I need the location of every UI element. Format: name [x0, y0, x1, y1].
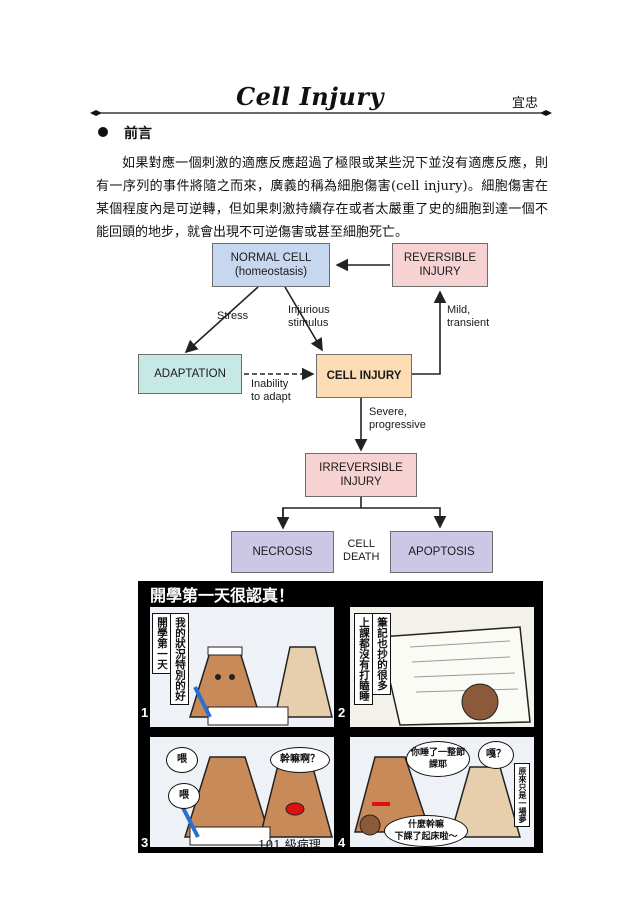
panel-number-4: 4 — [338, 835, 346, 850]
mild-transient-label: Mild, transient — [447, 304, 490, 329]
section-heading: 前言 — [124, 126, 152, 142]
cell-injury-diagram: NORMAL CELL (homeostasis) REVERSIBLE INJ… — [138, 243, 493, 573]
author-name: 宜忠 — [512, 96, 539, 111]
cell-injury-box: CELL INJURY — [316, 354, 412, 398]
injurious-stimulus-label: Injurious stimulus — [288, 304, 330, 329]
panel-3-bubble-3: 幹嘛啊？ — [270, 747, 330, 773]
inability-label: Inability to adapt — [251, 378, 291, 403]
panel-4-bubble-1: 你睡了一整節課耶 — [406, 741, 470, 777]
necrosis-box: NECROSIS — [231, 531, 334, 573]
header-rule — [90, 110, 552, 116]
normal-cell-box: NORMAL CELL (homeostasis) — [212, 243, 330, 287]
panel-4-bubble-2: 嘎？ — [478, 741, 514, 769]
bullet-icon — [98, 127, 108, 137]
comic-title: 開學第一天很認真！ — [150, 586, 295, 605]
cell-death-label: CELL DEATH — [343, 538, 380, 563]
comic-panel-2: 筆記也抄的很多 上課都沒有打瞌睡 — [350, 607, 534, 727]
panel-2-side-caption: 上課都沒有打瞌睡 — [354, 613, 373, 705]
panel-number-3: 3 — [141, 835, 149, 850]
intro-paragraph: 如果對應一個刺激的適應反應超過了極限或某些況下並沒有適應反應，則有一序列的事件將… — [96, 156, 548, 240]
comic-panel-3: 喂 喂 幹嘛啊？ — [150, 737, 334, 847]
reversible-injury-box: REVERSIBLE INJURY — [392, 243, 488, 287]
diagram-arrows — [184, 258, 447, 530]
students-wakeup-drawing-icon — [354, 756, 521, 838]
irreversible-injury-box: IRREVERSIBLE INJURY — [305, 453, 417, 497]
stress-label: Stress — [217, 310, 249, 322]
student-drawing-icon — [188, 646, 333, 726]
comic-panel-4: 你睡了一整節課耶 嘎？ 什麼幹嘛 下課了起床啦～ 原來只是一場夢 — [350, 737, 534, 847]
panel-2-caption: 筆記也抄的很多 — [372, 613, 391, 695]
adaptation-box: ADAPTATION — [138, 354, 242, 394]
comic-panel-1: 我的狀況特別的好 開學第一天 — [150, 607, 334, 727]
panel-4-side-caption: 原來只是一場夢 — [514, 763, 530, 827]
panel-3-bubble-2: 喂 — [168, 783, 200, 809]
page-footer: 101 級病理 — [258, 838, 321, 852]
panel-1-caption: 我的狀況特別的好 — [170, 613, 189, 705]
panel-number-1: 1 — [141, 705, 149, 720]
panel-number-2: 2 — [338, 705, 346, 720]
severe-progressive-label: Severe, progressive — [369, 406, 426, 431]
comic-strip: 我的狀況特別的好 開學第一天 1 筆記也抄的很多 上課都沒有打瞌睡 2 喂 喂 … — [138, 581, 543, 853]
panel-3-bubble-1: 喂 — [166, 747, 198, 773]
notebook-drawing-icon — [379, 626, 531, 726]
document-title: Cell Injury — [236, 82, 384, 111]
panel-4-bubble-3: 什麼幹嘛 下課了起床啦～ — [384, 815, 468, 847]
panel-1-side-caption: 開學第一天 — [152, 613, 171, 674]
apoptosis-box: APOPTOSIS — [390, 531, 493, 573]
